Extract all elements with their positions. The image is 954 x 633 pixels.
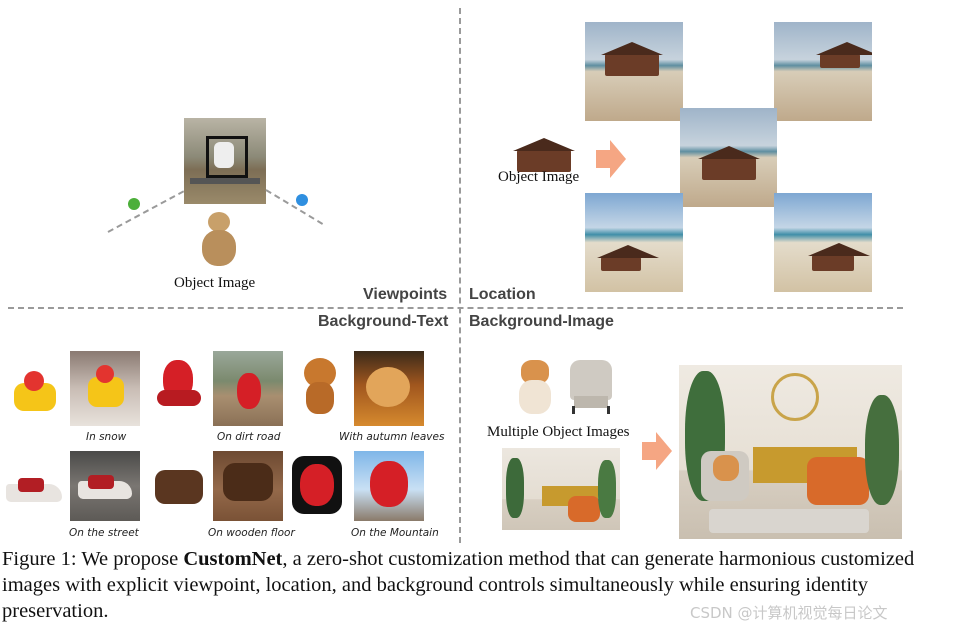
creature-on-the-mountain-image bbox=[354, 451, 424, 521]
cake-object bbox=[151, 460, 207, 508]
sneaker-object bbox=[6, 478, 64, 504]
barn-object-image bbox=[505, 136, 585, 172]
caption-on-wooden-floor: On wooden floor bbox=[208, 527, 295, 539]
monster-on-dirt-road-image bbox=[213, 351, 283, 426]
teddy-bear-image bbox=[198, 212, 238, 270]
section-label-background-image: Background-Image bbox=[469, 313, 614, 330]
caption-with-autumn-leaves: With autumn leaves bbox=[339, 431, 445, 443]
object-image-label-right: Object Image bbox=[498, 169, 580, 185]
background-room-image bbox=[502, 448, 620, 530]
arrow-icon bbox=[596, 140, 626, 178]
figure-caption: Figure 1: We propose CustomNet, a zero-s… bbox=[2, 546, 954, 624]
arrow-icon bbox=[642, 432, 672, 470]
section-label-location: Location bbox=[469, 286, 536, 303]
caption-prefix: Figure 1: We propose bbox=[2, 548, 184, 570]
toy-car-object bbox=[14, 365, 56, 415]
dog-with-autumn-leaves-image bbox=[354, 351, 424, 426]
csdn-watermark: CSDN @计算机视觉每日论文 bbox=[690, 604, 888, 622]
location-result-bottom-right bbox=[774, 193, 872, 292]
red-creature-object bbox=[292, 456, 342, 514]
caption-in-snow: In snow bbox=[86, 431, 127, 443]
section-label-viewpoints: Viewpoints bbox=[363, 286, 448, 303]
location-result-top-right bbox=[774, 22, 872, 121]
horizontal-divider bbox=[8, 307, 903, 309]
caption-body: , a zero-shot customization method that … bbox=[2, 548, 915, 622]
location-result-center bbox=[680, 108, 777, 207]
section-label-background-text: Background-Text bbox=[318, 313, 449, 330]
corgi-object bbox=[513, 360, 559, 416]
caption-on-dirt-road: On dirt road bbox=[217, 431, 281, 443]
sneaker-on-the-street-image bbox=[70, 451, 140, 521]
caption-on-the-street: On the street bbox=[69, 527, 139, 539]
vertical-divider bbox=[459, 8, 461, 543]
red-monster-object bbox=[155, 360, 203, 415]
location-result-top-left bbox=[585, 22, 683, 121]
armchair-object bbox=[568, 360, 614, 414]
toy-car-in-snow-image bbox=[70, 351, 140, 426]
caption-on-the-mountain: On the Mountain bbox=[351, 527, 439, 539]
viewpoint-lines bbox=[107, 189, 327, 233]
chow-dog-object bbox=[300, 358, 340, 416]
viewpoint-scene-image bbox=[184, 118, 266, 204]
location-result-bottom-left bbox=[585, 193, 683, 292]
object-image-label-left: Object Image bbox=[174, 275, 256, 291]
multiple-object-images-label: Multiple Object Images bbox=[487, 424, 630, 440]
method-name: CustomNet bbox=[183, 548, 283, 570]
cake-on-wooden-floor-image bbox=[213, 451, 283, 521]
composited-room-result-image bbox=[679, 365, 902, 539]
